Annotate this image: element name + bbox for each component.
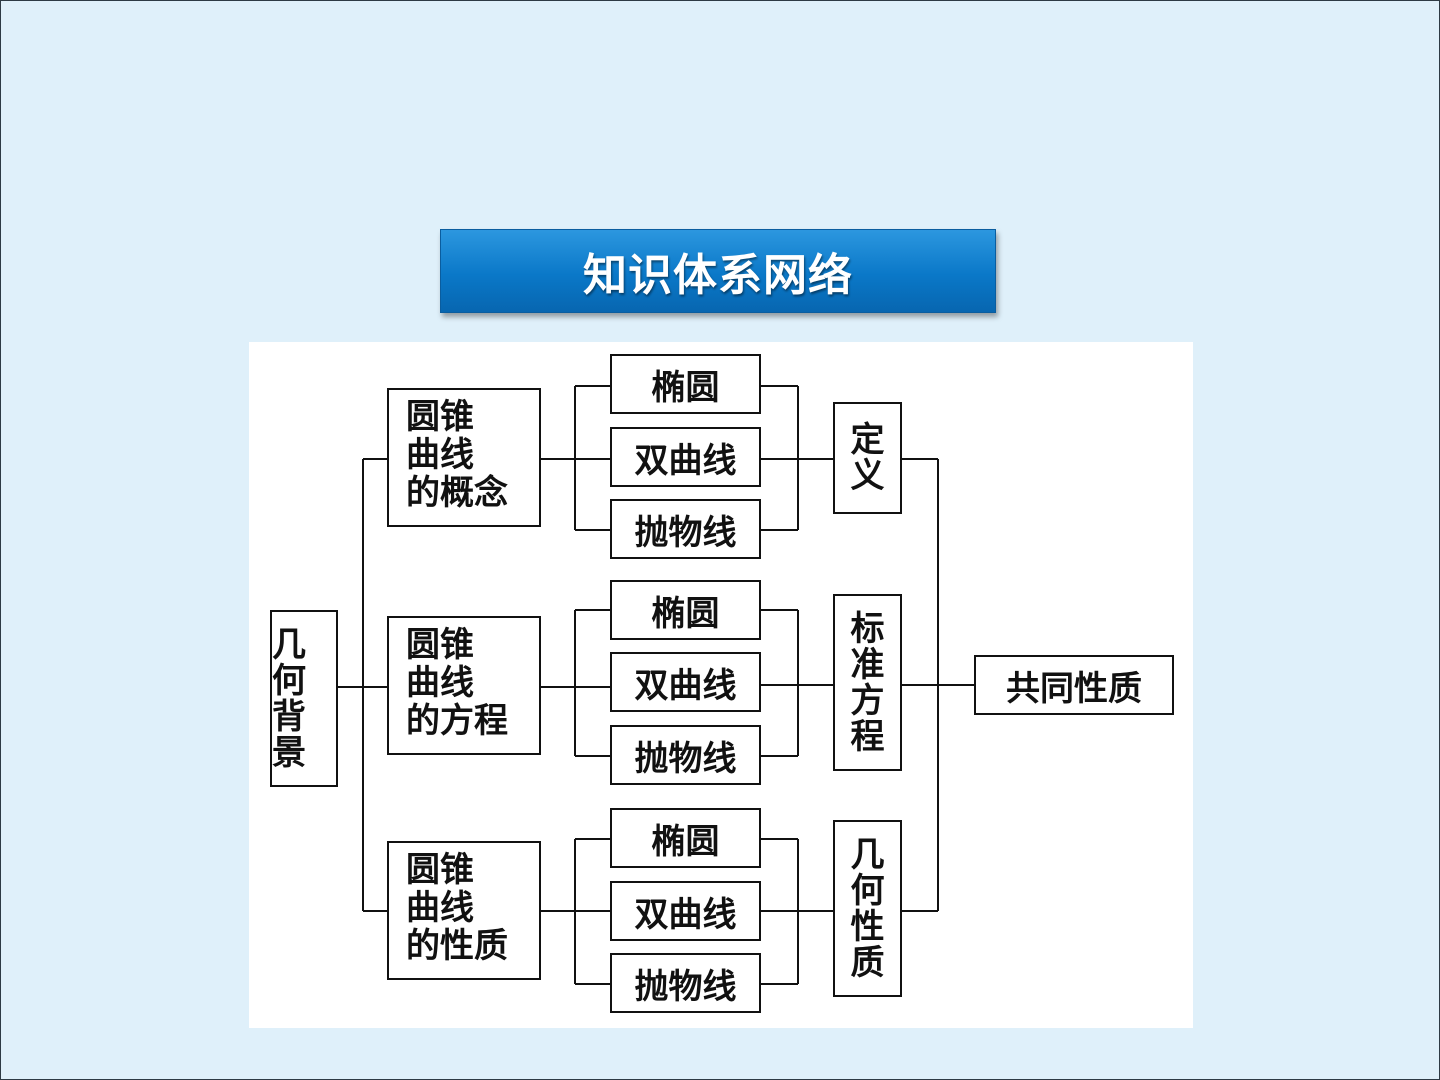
root-node: 几何背景 (270, 610, 338, 787)
topic-equation-node: 圆锥曲线的方程 (387, 616, 541, 755)
topic-equation-label: 圆锥曲线的方程 (406, 625, 508, 741)
curve-parabola-node: 抛物线 (610, 953, 761, 1013)
topic-concept-label: 圆锥曲线的概念 (406, 397, 508, 513)
topic-property-node: 圆锥曲线的性质 (387, 841, 541, 980)
topic-property-label: 圆锥曲线的性质 (406, 850, 508, 966)
curve-hyperbola-node: 双曲线 (610, 652, 761, 712)
curve-hyperbola-node: 双曲线 (610, 881, 761, 941)
result-common-property-node: 共同性质 (974, 655, 1174, 715)
title-banner: 知识体系网络 (440, 229, 996, 313)
curve-hyperbola-node: 双曲线 (610, 427, 761, 487)
curve-ellipse-node: 椭圆 (610, 354, 761, 414)
aspect-definition-node: 定义 (833, 402, 902, 514)
curve-ellipse-node: 椭圆 (610, 580, 761, 640)
root-node-label: 几何背景 (272, 624, 306, 773)
aspect-standard-equation-label: 标准方程 (850, 608, 885, 757)
title-text: 知识体系网络 (583, 250, 853, 301)
aspect-geometric-property-node: 几何性质 (833, 820, 902, 997)
diagram-panel: 几何背景 圆锥曲线的概念 圆锥曲线的方程 圆锥曲线的性质 椭圆 双曲线 抛物线 … (249, 342, 1193, 1028)
topic-concept-node: 圆锥曲线的概念 (387, 388, 541, 527)
curve-parabola-node: 抛物线 (610, 725, 761, 785)
aspect-geometric-property-label: 几何性质 (850, 834, 885, 983)
connector-lines (337, 385, 974, 985)
aspect-standard-equation-node: 标准方程 (833, 594, 902, 771)
curve-parabola-node: 抛物线 (610, 499, 761, 559)
aspect-definition-label: 定义 (850, 420, 885, 496)
curve-ellipse-node: 椭圆 (610, 808, 761, 868)
